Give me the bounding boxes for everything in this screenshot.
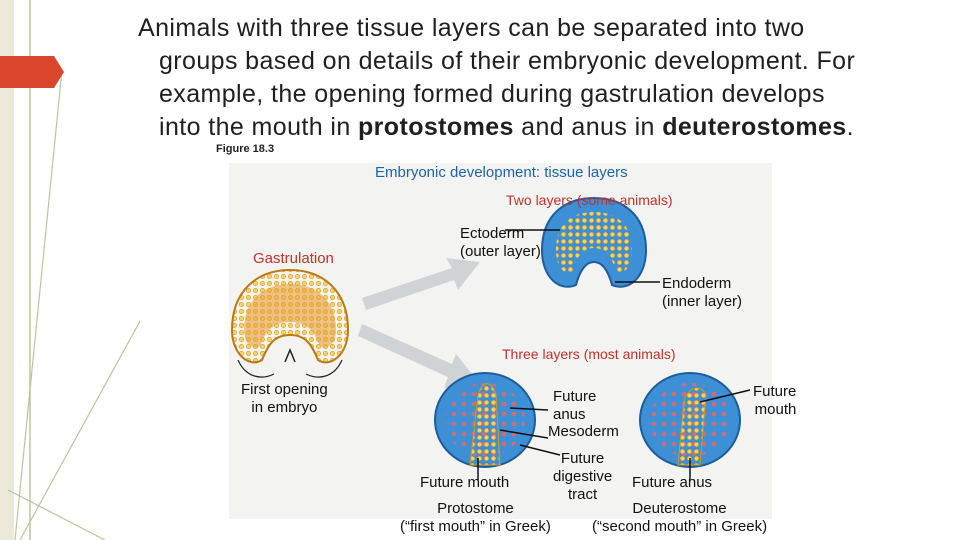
mesoderm-label: Mesoderm — [548, 423, 619, 440]
future-digestive-tract-label: Future digestive tract — [553, 450, 612, 504]
digestive-tract-line: Future — [560, 450, 605, 467]
first-opening-line: First opening — [241, 381, 328, 398]
future-mouth-top-label: Future mouth — [753, 383, 796, 419]
endoderm-line: (inner layer) — [662, 293, 743, 310]
ectoderm-line: Ectoderm — [460, 225, 525, 242]
protostome-line: Protostome — [437, 500, 514, 517]
deco-line — [7, 489, 106, 540]
slide-body-text: Animals with three tissue layers can be … — [138, 12, 948, 144]
term-deuterostomes: deuterostomes — [662, 113, 847, 141]
first-opening-line: in embryo — [251, 399, 318, 416]
deco-line — [19, 319, 140, 540]
opening-arrow-icon — [284, 348, 296, 363]
left-band — [0, 0, 14, 540]
two-layer-embryo — [540, 196, 648, 288]
body-line: example, the opening formed during gastr… — [159, 80, 825, 108]
slide-accent-arrow — [0, 56, 64, 88]
endoderm-label: Endoderm (inner layer) — [662, 275, 742, 311]
figure-title: Embryonic development: tissue layers — [375, 164, 628, 181]
gastrula-embryo — [230, 268, 350, 364]
arrow-to-two-layers — [362, 258, 480, 310]
ectoderm-line: (outer layer) — [460, 243, 541, 260]
two-layers-heading: Two layers (some animals) — [506, 192, 673, 208]
future-mouth-top-line: mouth — [754, 401, 797, 418]
digestive-tract-line: tract — [568, 486, 598, 503]
protostome-label: Protostome (“first mouth” in Greek) — [400, 500, 551, 536]
body-line: groups based on details of their embryon… — [159, 47, 856, 75]
future-anus-leader — [509, 407, 549, 411]
slide-decoration — [0, 0, 140, 540]
body-text: and anus in — [513, 113, 663, 141]
body-text: into the mouth in — [159, 113, 358, 141]
endoderm-line: Endoderm — [662, 275, 732, 292]
protostome-line: (“first mouth” in Greek) — [400, 518, 551, 535]
arrow-to-three-layers — [358, 324, 480, 388]
future-anus-top-line: Future — [553, 388, 597, 405]
gastrulation-label: Gastrulation — [253, 250, 334, 267]
future-mouth-bottom-label: Future mouth — [420, 474, 510, 491]
body-line: into the mouth in protostomes and anus i… — [138, 111, 948, 144]
ectoderm-label: Ectoderm (outer layer) — [460, 225, 541, 261]
future-anus-bottom-label: Future anus — [632, 474, 713, 491]
first-opening-label: First opening in embryo — [241, 381, 328, 417]
deuterostome-label: Deuterostome (“second mouth” in Greek) — [592, 500, 767, 536]
opening-bracket — [305, 359, 343, 378]
future-anus-top-label: Future anus — [553, 388, 596, 424]
term-protostomes: protostomes — [358, 113, 514, 141]
body-text: . — [846, 113, 854, 141]
three-layers-heading: Three layers (most animals) — [502, 346, 676, 362]
future-mouth-leader — [699, 389, 751, 403]
mesoderm-leader — [499, 429, 549, 439]
future-anus-top-line: anus — [553, 406, 586, 423]
digestive-tract-leader — [519, 444, 561, 456]
deuterostome-line: Deuterostome — [632, 500, 727, 517]
figure-label: Figure 18.3 — [216, 143, 275, 155]
deuterostome-line: (“second mouth” in Greek) — [592, 518, 768, 535]
deco-line — [14, 69, 63, 540]
future-mouth-top-line: Future — [753, 383, 797, 400]
body-line: Animals with three tissue layers can be … — [138, 14, 805, 42]
deuterostome-embryo — [639, 372, 741, 468]
protostome-embryo — [434, 372, 536, 468]
digestive-tract-line: digestive — [553, 468, 613, 485]
opening-bracket — [237, 359, 275, 378]
